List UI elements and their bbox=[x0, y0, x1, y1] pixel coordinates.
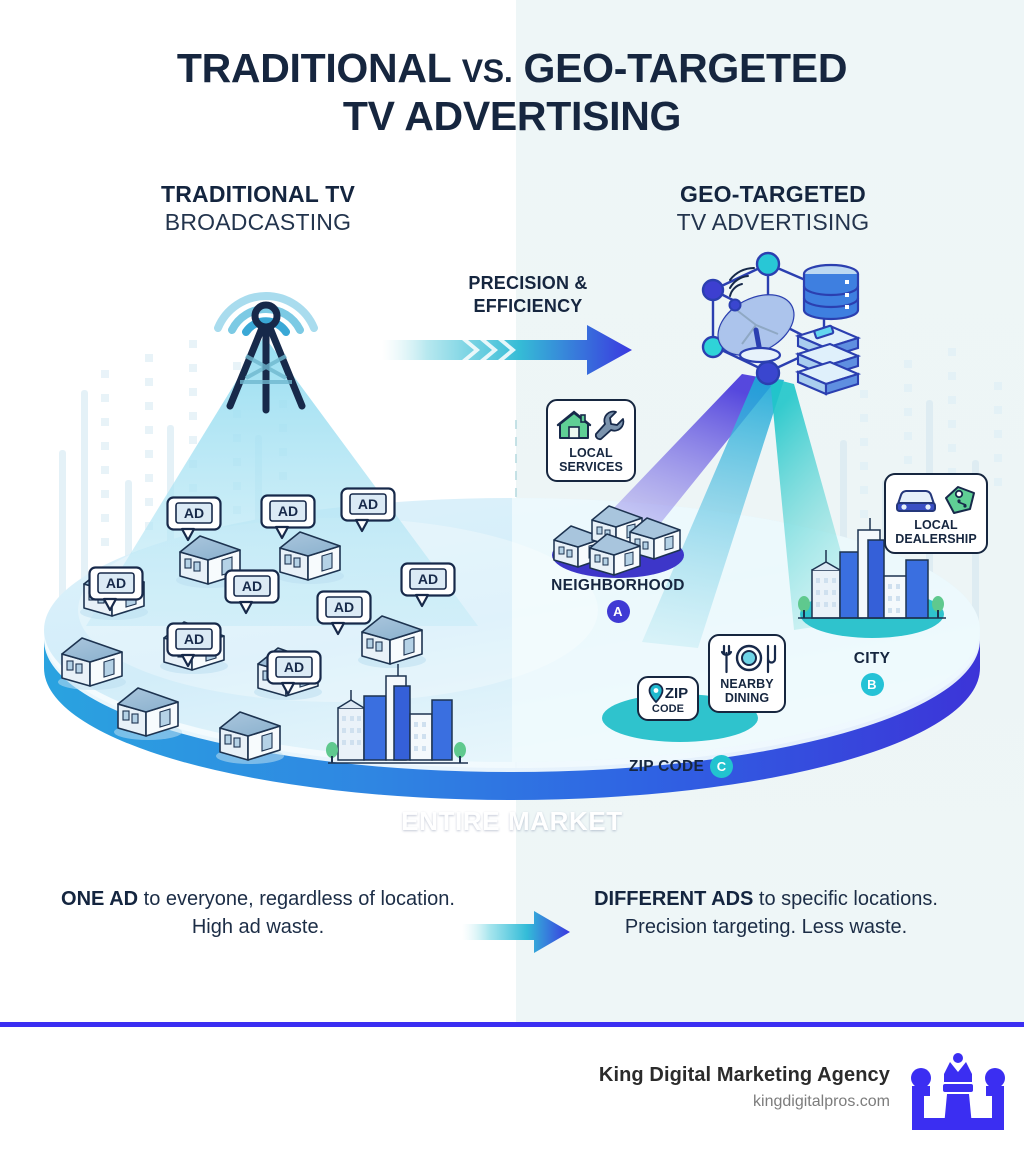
wrench-icon bbox=[594, 410, 625, 441]
right-caption-bold: DIFFERENT ADS bbox=[594, 888, 754, 910]
ad-bubble: AD bbox=[166, 622, 222, 668]
ad-bubble: AD bbox=[260, 494, 316, 540]
place-label-city: CITY B bbox=[812, 650, 932, 696]
precision-efficiency-label: PRECISION & EFFICIENCY bbox=[393, 272, 663, 317]
city-badge: B bbox=[860, 673, 884, 696]
fork-icon bbox=[720, 644, 733, 674]
left-caption-rest: to everyone, regardless of location. Hig… bbox=[138, 888, 455, 939]
title-line1-a: TRADITIONAL bbox=[176, 45, 462, 91]
svg-text:AD: AD bbox=[184, 631, 204, 647]
ad-bubble: AD bbox=[266, 650, 322, 696]
right-caption-rest: to specific locations. Precision targeti… bbox=[624, 888, 938, 939]
precision-arrow-icon bbox=[382, 325, 632, 375]
local-dealership-icons bbox=[896, 486, 975, 514]
local-services-icons bbox=[556, 410, 625, 441]
knife-icon bbox=[766, 644, 777, 674]
ad-bubble: AD bbox=[224, 569, 280, 615]
ad-bubble: AD bbox=[166, 496, 222, 542]
ad-bubble: AD bbox=[316, 590, 372, 636]
footer-website[interactable]: kingdigitalpros.com bbox=[753, 1093, 890, 1110]
zip-code-badge: C bbox=[710, 755, 734, 778]
neighborhood-cluster bbox=[552, 505, 684, 578]
ad-bubble: AD bbox=[88, 566, 144, 612]
callout-local-dealership: LOCAL DEALERSHIP bbox=[884, 473, 988, 566]
price-tag-icon bbox=[945, 486, 975, 514]
footer-background bbox=[0, 1022, 1024, 1154]
callout-nearby-dining-line2: DINING bbox=[724, 691, 770, 705]
footer-company-name: King Digital Marketing Agency bbox=[598, 1064, 890, 1086]
neighborhood-label-text: NEIGHBORHOOD bbox=[551, 577, 685, 594]
page-title: TRADITIONAL VS. GEO-TARGETED TV ADVERTIS… bbox=[0, 44, 1024, 141]
ad-bubble: AD bbox=[340, 487, 396, 533]
precision-label-line1: PRECISION & bbox=[468, 273, 588, 293]
svg-text:AD: AD bbox=[184, 505, 204, 521]
svg-text:AD: AD bbox=[106, 575, 126, 591]
left-city-cluster bbox=[326, 664, 468, 764]
callout-zip-code: ZIP CODE bbox=[637, 676, 699, 742]
callout-local-services-line1: LOCAL bbox=[569, 446, 613, 460]
satellite-network-icon bbox=[701, 251, 862, 396]
map-pin-icon bbox=[648, 683, 664, 704]
title-line2: TV ADVERTISING bbox=[342, 93, 682, 140]
house-icon bbox=[556, 410, 592, 439]
right-heading-bold: GEO-TARGETED bbox=[680, 181, 866, 207]
left-column-heading: TRADITIONAL TV BROADCASTING bbox=[48, 180, 468, 236]
place-label-zip-code: ZIP CODE C bbox=[596, 755, 766, 778]
callout-nearby-dining-line1: NEARBY bbox=[720, 677, 774, 691]
precision-label-line2: EFFICIENCY bbox=[473, 295, 583, 316]
svg-text:AD: AD bbox=[242, 578, 262, 594]
tv-tower-icon bbox=[214, 292, 318, 414]
left-heading-bold: TRADITIONAL TV bbox=[160, 181, 356, 207]
right-column-heading: GEO-TARGETED TV ADVERTISING bbox=[563, 180, 983, 236]
right-heading-normal: TV ADVERTISING bbox=[676, 209, 870, 236]
callout-zip-line1: ZIP bbox=[664, 684, 689, 702]
left-caption-bold: ONE AD bbox=[61, 888, 139, 910]
bottom-arrow-icon bbox=[462, 911, 570, 953]
svg-text:AD: AD bbox=[284, 659, 304, 675]
ad-bubble: AD bbox=[400, 562, 456, 608]
svg-text:AD: AD bbox=[334, 599, 354, 615]
svg-text:AD: AD bbox=[358, 496, 378, 512]
left-caption: ONE AD to everyone, regardless of locati… bbox=[48, 885, 468, 942]
footer-divider bbox=[0, 1022, 1024, 1027]
city-cluster bbox=[798, 518, 946, 638]
right-caption: DIFFERENT ADS to specific locations. Pre… bbox=[556, 885, 976, 942]
entire-market-label: ENTIRE MARKET bbox=[401, 806, 623, 836]
callout-local-services-line2: SERVICES bbox=[559, 460, 623, 474]
city-label-text: CITY bbox=[853, 650, 891, 667]
nearby-dining-icons bbox=[720, 644, 777, 674]
title-vs: VS. bbox=[461, 53, 513, 89]
zip-code-label-text: ZIP CODE bbox=[628, 758, 705, 775]
plate-icon bbox=[735, 644, 763, 672]
callout-nearby-dining: NEARBY DINING bbox=[708, 634, 786, 727]
svg-text:AD: AD bbox=[278, 503, 298, 519]
callout-local-services: LOCAL SERVICES bbox=[546, 399, 636, 494]
svg-text:AD: AD bbox=[418, 571, 438, 587]
title-line1-b: GEO-TARGETED bbox=[512, 45, 848, 91]
left-heading-normal: BROADCASTING bbox=[164, 209, 352, 236]
neighborhood-badge: A bbox=[606, 600, 630, 623]
place-label-neighborhood: NEIGHBORHOOD A bbox=[538, 577, 698, 623]
callout-zip-line2: CODE bbox=[651, 703, 685, 715]
king-crown-logo[interactable] bbox=[910, 1052, 1006, 1132]
car-icon bbox=[896, 490, 936, 512]
callout-local-dealership-line1: LOCAL bbox=[914, 518, 958, 532]
